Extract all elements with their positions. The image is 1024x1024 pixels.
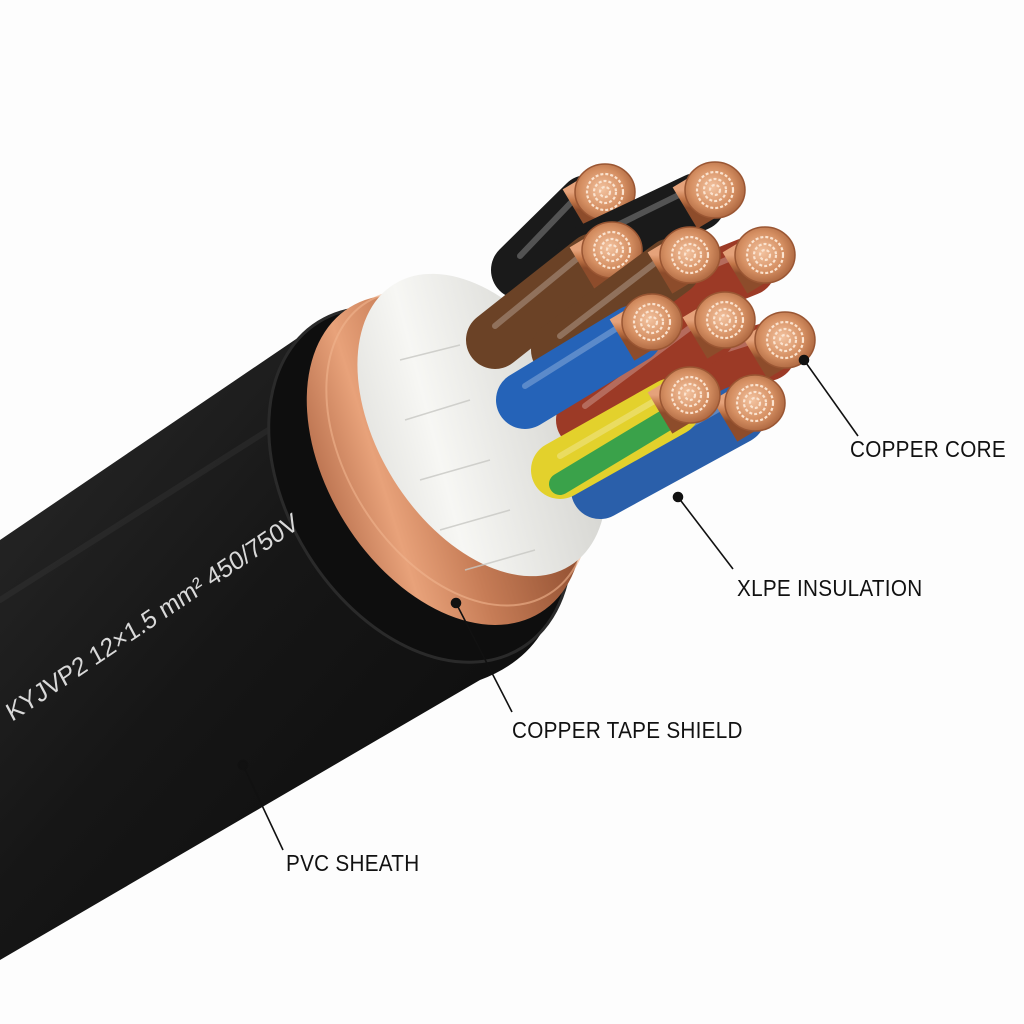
- insulated-conductor: [531, 366, 721, 499]
- conductor-bundle: [466, 161, 816, 519]
- insulated-conductor: [491, 163, 636, 299]
- copper-core-end: [694, 291, 756, 349]
- leader-dot-xlpe: [672, 491, 684, 503]
- copper-core-end: [684, 161, 746, 219]
- leader-xlpe: [677, 496, 734, 570]
- insulated-conductor: [496, 293, 683, 429]
- copper-core-end: [621, 293, 683, 351]
- copper-core-end: [734, 226, 796, 284]
- label-copper-core: COPPER CORE: [850, 436, 1006, 462]
- copper-core-end: [724, 374, 786, 432]
- label-pvc-sheath: PVC SHEATH: [286, 850, 420, 876]
- copper-core-end: [659, 226, 721, 284]
- leader-copper-tape: [455, 602, 513, 713]
- leader-copper-core: [803, 359, 859, 437]
- insulated-conductor: [556, 291, 756, 449]
- label-copper-tape-shield: COPPER TAPE SHIELD: [512, 717, 743, 743]
- leader-pvc-sheath: [242, 764, 284, 851]
- leader-dot-pvc-sheath: [237, 759, 249, 771]
- copper-core-end: [754, 311, 816, 369]
- leader-dot-copper-core: [798, 354, 810, 366]
- callout-leaders: [237, 354, 859, 851]
- copper-core-end: [659, 366, 721, 424]
- insulated-conductor: [466, 221, 643, 369]
- label-xlpe-insulation: XLPE INSULATION: [737, 575, 923, 601]
- leader-dot-copper-tape: [450, 597, 462, 609]
